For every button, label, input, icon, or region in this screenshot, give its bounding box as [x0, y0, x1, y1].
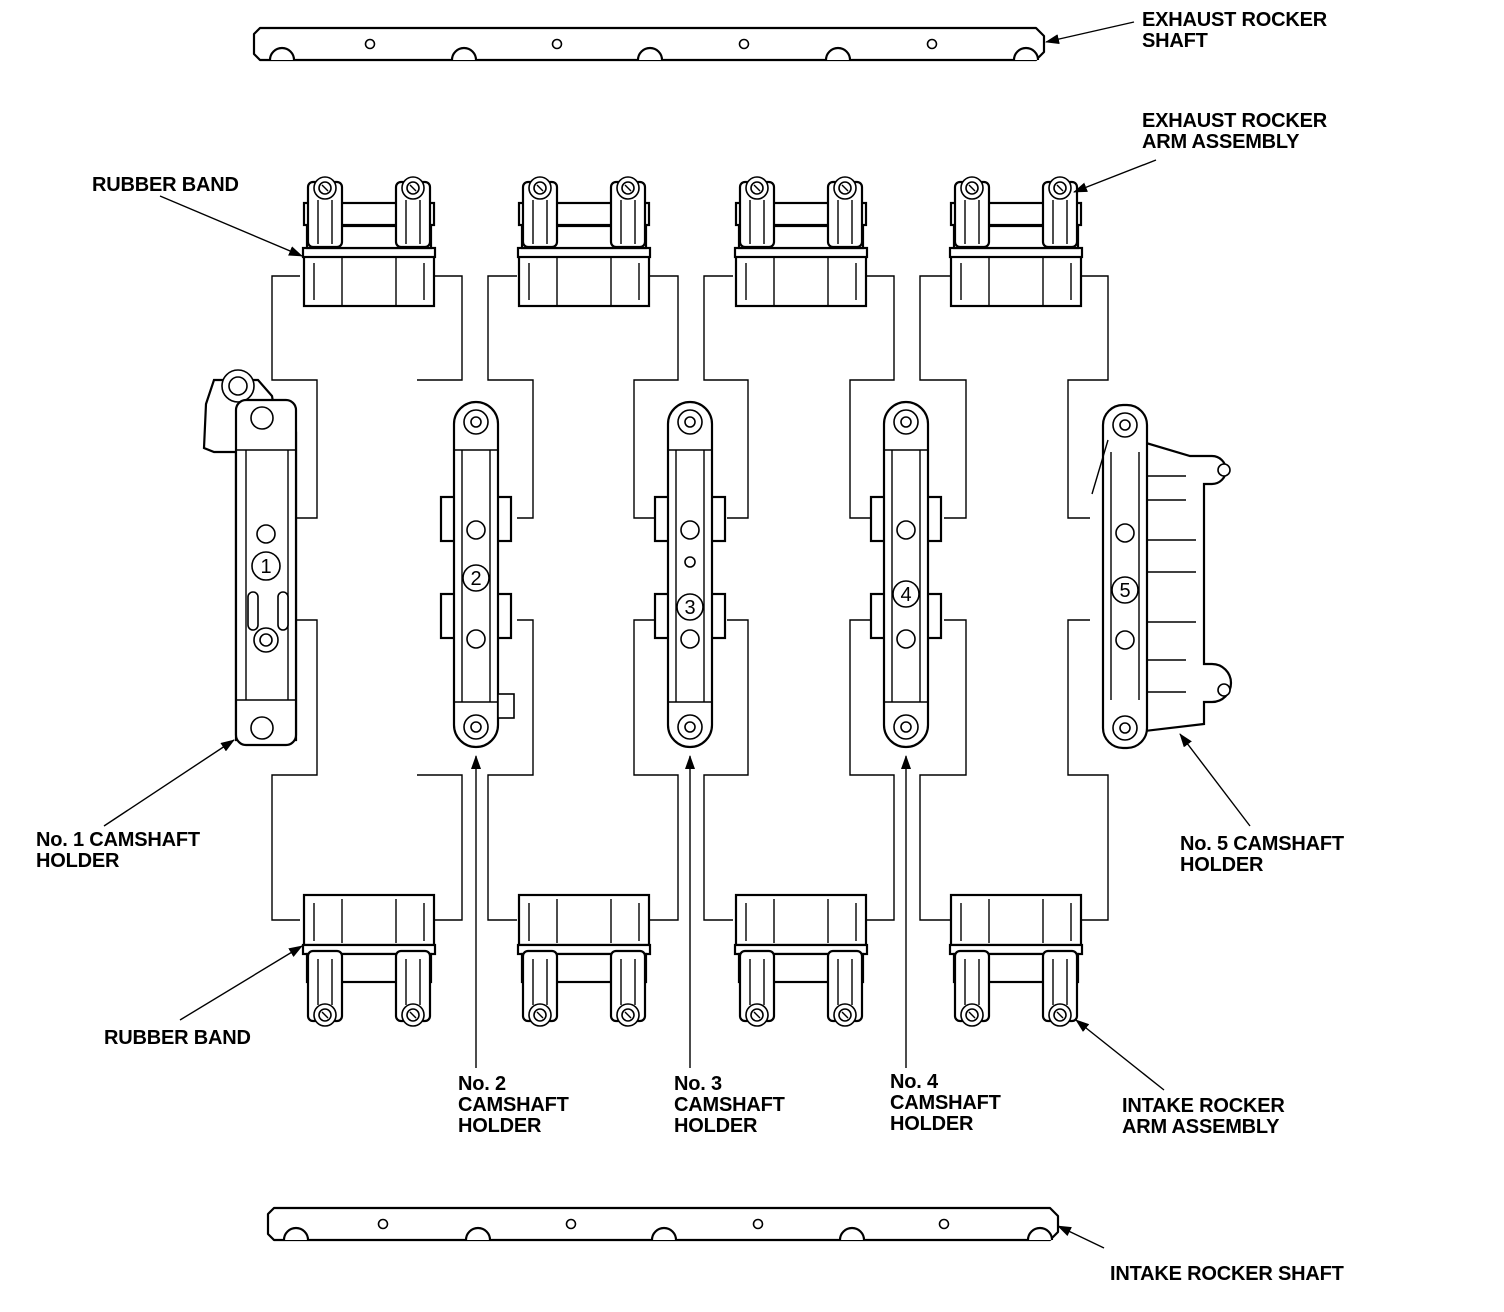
label-intake-rocker-shaft: INTAKE ROCKER SHAFT: [1110, 1263, 1344, 1285]
label-camshaft-holder-4: No. 4 CAMSHAFT HOLDER: [890, 1072, 1001, 1135]
label-line: No. 4: [890, 1071, 938, 1093]
arrow-intake-arm-assembly: [1075, 1019, 1165, 1091]
arrow-holder-1: [103, 739, 235, 827]
label-line: EXHAUST ROCKER: [1142, 110, 1327, 132]
label-line: CAMSHAFT: [674, 1094, 785, 1116]
intake-rocker-arm-assembly-1: [301, 893, 437, 1028]
exhaust-rocker-arm-assembly-4: [948, 175, 1084, 308]
label-exhaust-rocker-shaft: EXHAUST ROCKER SHAFT: [1142, 10, 1327, 52]
label-line: HOLDER: [890, 1113, 974, 1135]
label-line: HOLDER: [674, 1115, 758, 1137]
holder-number-4: 4: [900, 584, 911, 606]
label-line: CAMSHAFT: [458, 1094, 569, 1116]
intake-rocker-arm-assembly-2: [516, 893, 652, 1028]
label-camshaft-holder-2: No. 2 CAMSHAFT HOLDER: [458, 1074, 569, 1137]
label-line: ARM ASSEMBLY: [1142, 131, 1300, 153]
label-line: SHAFT: [1142, 30, 1208, 52]
camshaft-holder-1: 1: [202, 369, 298, 747]
label-exhaust-rocker-arm-assembly: EXHAUST ROCKER ARM ASSEMBLY: [1142, 111, 1327, 153]
label-camshaft-holder-1: No. 1 CAMSHAFT HOLDER: [36, 830, 200, 872]
camshaft-holder-5: 5: [1091, 403, 1233, 750]
arrow-exhaust-rocker-shaft: [1045, 21, 1135, 44]
camshaft-holder-2: 2: [439, 400, 515, 749]
label-line: CAMSHAFT: [890, 1092, 1001, 1114]
arrow-rubber-band-top: [159, 195, 303, 257]
intake-rocker-arm-assembly-3: [733, 893, 869, 1028]
label-line: No. 3: [674, 1073, 722, 1095]
exhaust-rocker-shaft: [252, 26, 1046, 62]
exhaust-rocker-arm-assembly-2: [516, 175, 652, 308]
holder-number-2: 2: [470, 568, 481, 590]
label-line: ARM ASSEMBLY: [1122, 1116, 1280, 1138]
exhaust-rocker-arm-assembly-3: [733, 175, 869, 308]
camshaft-holder-4: 4: [869, 400, 943, 749]
holder-number-5: 5: [1119, 580, 1130, 602]
label-rubber-band-bottom: RUBBER BAND: [104, 1027, 251, 1049]
camshaft-holder-3: 3: [653, 400, 727, 749]
label-line: No. 5 CAMSHAFT: [1180, 833, 1344, 855]
label-line: HOLDER: [36, 850, 120, 872]
label-rubber-band-top: RUBBER BAND: [92, 174, 239, 196]
intake-rocker-arm-assembly-4: [948, 893, 1084, 1028]
label-camshaft-holder-5: No. 5 CAMSHAFT HOLDER: [1180, 834, 1344, 876]
label-line: HOLDER: [1180, 854, 1264, 876]
holder-number-3: 3: [684, 597, 695, 619]
arrow-rubber-band-bottom: [179, 945, 303, 1021]
label-intake-rocker-arm-assembly: INTAKE ROCKER ARM ASSEMBLY: [1122, 1096, 1285, 1138]
arrow-exhaust-arm-assembly: [1073, 159, 1157, 193]
guide-outlines: [271, 275, 1109, 921]
arrow-holder-5: [1179, 733, 1251, 827]
label-line: HOLDER: [458, 1115, 542, 1137]
label-line: EXHAUST ROCKER: [1142, 9, 1327, 31]
label-line: No. 1 CAMSHAFT: [36, 829, 200, 851]
intake-rocker-shaft: [266, 1206, 1060, 1242]
exhaust-rocker-arm-assembly-1: [301, 175, 437, 308]
arrow-intake-rocker-shaft: [1057, 1225, 1105, 1249]
label-line: INTAKE ROCKER: [1122, 1095, 1285, 1117]
label-camshaft-holder-3: No. 3 CAMSHAFT HOLDER: [674, 1074, 785, 1137]
leader-lines: [103, 21, 1251, 1249]
label-line: No. 2: [458, 1073, 506, 1095]
holder-number-1: 1: [260, 556, 271, 578]
